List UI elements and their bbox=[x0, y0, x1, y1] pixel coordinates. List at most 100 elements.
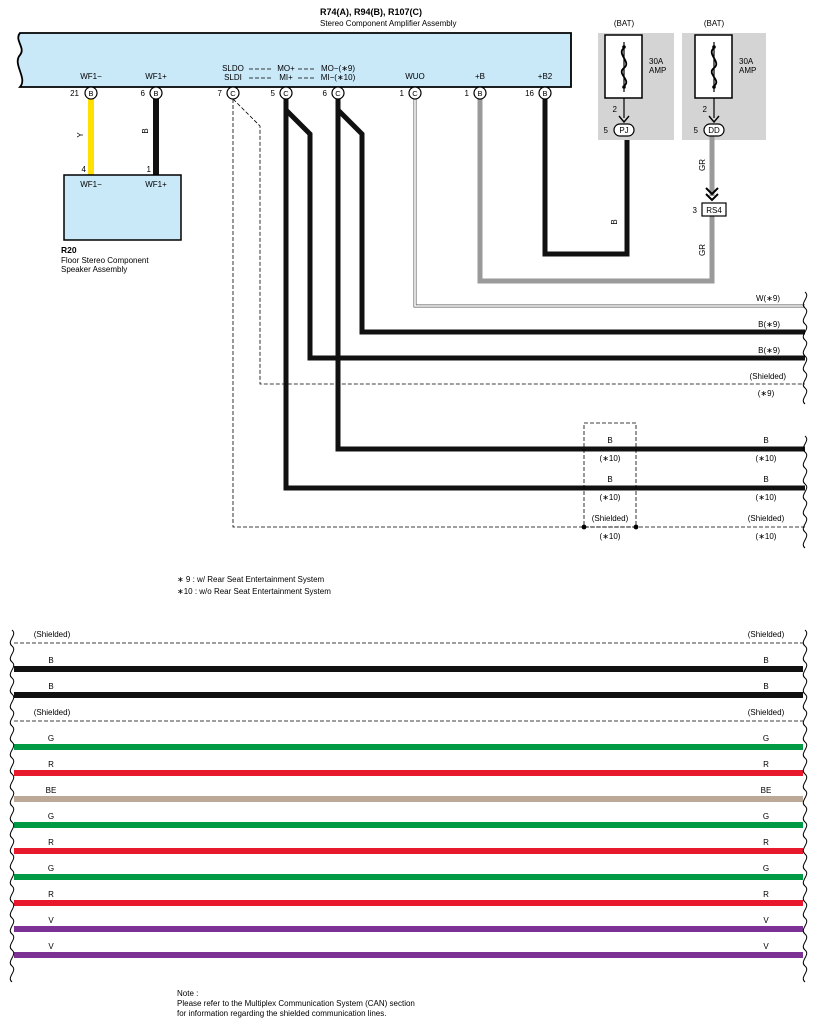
wire-label-left: G bbox=[48, 812, 54, 821]
shield-line-9 bbox=[232, 98, 805, 385]
svg-text:C: C bbox=[283, 89, 289, 98]
amp-terminal-mo-plus: C 5 bbox=[271, 86, 293, 100]
speaker-pin-name-right: WF1+ bbox=[145, 180, 167, 189]
amp-terminal-plus-b2: B 16 bbox=[525, 86, 552, 100]
svg-text:6: 6 bbox=[323, 89, 328, 98]
lower-breaks bbox=[9, 629, 808, 983]
svg-text:C: C bbox=[230, 89, 236, 98]
svg-text:5: 5 bbox=[271, 89, 276, 98]
svg-text:5: 5 bbox=[604, 126, 609, 135]
fuse2-pin-top: 2 bbox=[703, 105, 708, 114]
rs4-chevron-1 bbox=[705, 187, 719, 196]
fuse2-rating2: AMP bbox=[739, 66, 756, 75]
speaker-pin-num-left: 4 bbox=[82, 165, 87, 174]
fuse2-source: (BAT) bbox=[704, 19, 725, 28]
speaker-id: R20 bbox=[61, 245, 77, 255]
note-9: ∗ 9 : w/ Rear Seat Entertainment System bbox=[177, 575, 325, 584]
right-label-b-2: B bbox=[763, 475, 768, 484]
fuse2-rating1: 30A bbox=[739, 57, 754, 66]
right-label-shielded: (Shielded) bbox=[748, 514, 785, 523]
wire-label-left: (Shielded) bbox=[34, 708, 71, 717]
wire-label-right: R bbox=[763, 760, 769, 769]
pin-name-b: +B bbox=[475, 72, 485, 81]
label-n9: (∗9) bbox=[758, 389, 775, 398]
wire-plus-b2-b bbox=[542, 99, 630, 257]
wire-label-right: G bbox=[763, 864, 769, 873]
speaker-pin-num-right: 1 bbox=[147, 165, 152, 174]
pin-name-b2: +B2 bbox=[538, 72, 553, 81]
note-line-2: for information regarding the shielded c… bbox=[177, 1009, 386, 1018]
wire-label-right: B bbox=[763, 656, 768, 665]
wire-label-left: V bbox=[48, 942, 54, 951]
wire-pj-label: B bbox=[610, 219, 619, 224]
wire-label-right: G bbox=[763, 812, 769, 821]
fuse1-connector: PJ 5 bbox=[604, 123, 635, 137]
amp-terminal-sld: C 7 bbox=[218, 86, 240, 100]
fuse1-dot-bottom bbox=[622, 85, 626, 89]
right-break-upper bbox=[802, 291, 808, 549]
wire-label-right: V bbox=[763, 942, 769, 951]
wire-label-right: V bbox=[763, 916, 769, 925]
speaker-box bbox=[63, 174, 182, 241]
pin-name-mo-plus: MO+ bbox=[277, 64, 295, 73]
fuse2-arrow bbox=[708, 115, 720, 124]
amp-terminal-wf1-minus: B 21 bbox=[70, 86, 98, 100]
label-shielded-9: (Shielded) bbox=[750, 372, 787, 381]
svg-text:RS4: RS4 bbox=[706, 206, 722, 215]
junction-dot-left bbox=[581, 524, 587, 530]
pin-name-wf1-minus: WF1− bbox=[80, 72, 102, 81]
wire-label-right: (Shielded) bbox=[748, 630, 785, 639]
wire-label-left: V bbox=[48, 916, 54, 925]
fuse2-dot-top bbox=[712, 45, 716, 49]
fuse1-dot-top bbox=[622, 45, 626, 49]
right-label-n10-1: (∗10) bbox=[756, 454, 777, 463]
wire-label-left: G bbox=[48, 864, 54, 873]
note-line-1: Please refer to the Multiplex Communicat… bbox=[177, 999, 415, 1008]
wire-gr-top-label: GR bbox=[698, 159, 707, 171]
wire-pin6-b bbox=[335, 99, 805, 452]
svg-text:PJ: PJ bbox=[619, 126, 628, 135]
wire-label-left: G bbox=[48, 734, 54, 743]
amp-terminal-plus-b: B 1 bbox=[465, 86, 487, 100]
wire-pin5-b bbox=[283, 99, 805, 491]
svg-text:B: B bbox=[88, 89, 93, 98]
wire-gr-bottom-label: GR bbox=[698, 244, 707, 256]
svg-text:21: 21 bbox=[70, 89, 79, 98]
wire-label-left: B bbox=[48, 656, 53, 665]
right-label-n10-3: (∗10) bbox=[756, 532, 777, 541]
fuse1-rating2: AMP bbox=[649, 66, 666, 75]
svg-text:6: 6 bbox=[141, 89, 146, 98]
junction-label-b-2: B bbox=[607, 475, 612, 484]
svg-text:5: 5 bbox=[694, 126, 699, 135]
pin-name-sldo: SLDO bbox=[222, 64, 244, 73]
junction-dot-right bbox=[633, 524, 639, 530]
fuse1-rating1: 30A bbox=[649, 57, 664, 66]
svg-text:3: 3 bbox=[693, 206, 698, 215]
note-title: Note : bbox=[177, 989, 198, 998]
label-w9: W(∗9) bbox=[756, 294, 780, 303]
junction-label-n10-2: (∗10) bbox=[600, 493, 621, 502]
svg-text:B: B bbox=[153, 89, 158, 98]
fuse2-dot-bottom bbox=[712, 85, 716, 89]
wire-label-left: BE bbox=[46, 786, 57, 795]
svg-text:1: 1 bbox=[400, 89, 405, 98]
amp-terminal-wf1-plus: B 6 bbox=[141, 86, 163, 100]
wire-label-right: BE bbox=[761, 786, 772, 795]
fuse2-connector: DD 5 bbox=[694, 123, 725, 137]
amp-terminal-wuo: C 1 bbox=[400, 86, 422, 100]
wire-wuo-inner bbox=[414, 99, 805, 307]
svg-text:16: 16 bbox=[525, 89, 534, 98]
svg-text:C: C bbox=[335, 89, 341, 98]
pin-name-mo-minus: MO−(∗9) bbox=[321, 64, 355, 73]
wire-plus-b-gr bbox=[477, 99, 715, 284]
pin-name-mi-plus: MI+ bbox=[279, 73, 293, 82]
shield-line-10 bbox=[232, 99, 805, 528]
speaker-pin-name-left: WF1− bbox=[80, 180, 102, 189]
wire-y-label: Y bbox=[76, 132, 85, 138]
svg-text:C: C bbox=[412, 89, 418, 98]
rs4-chevron-2 bbox=[705, 193, 719, 202]
amplifier-subtitle: Stereo Component Amplifier Assembly bbox=[320, 19, 457, 28]
wire-label-left: R bbox=[48, 760, 54, 769]
